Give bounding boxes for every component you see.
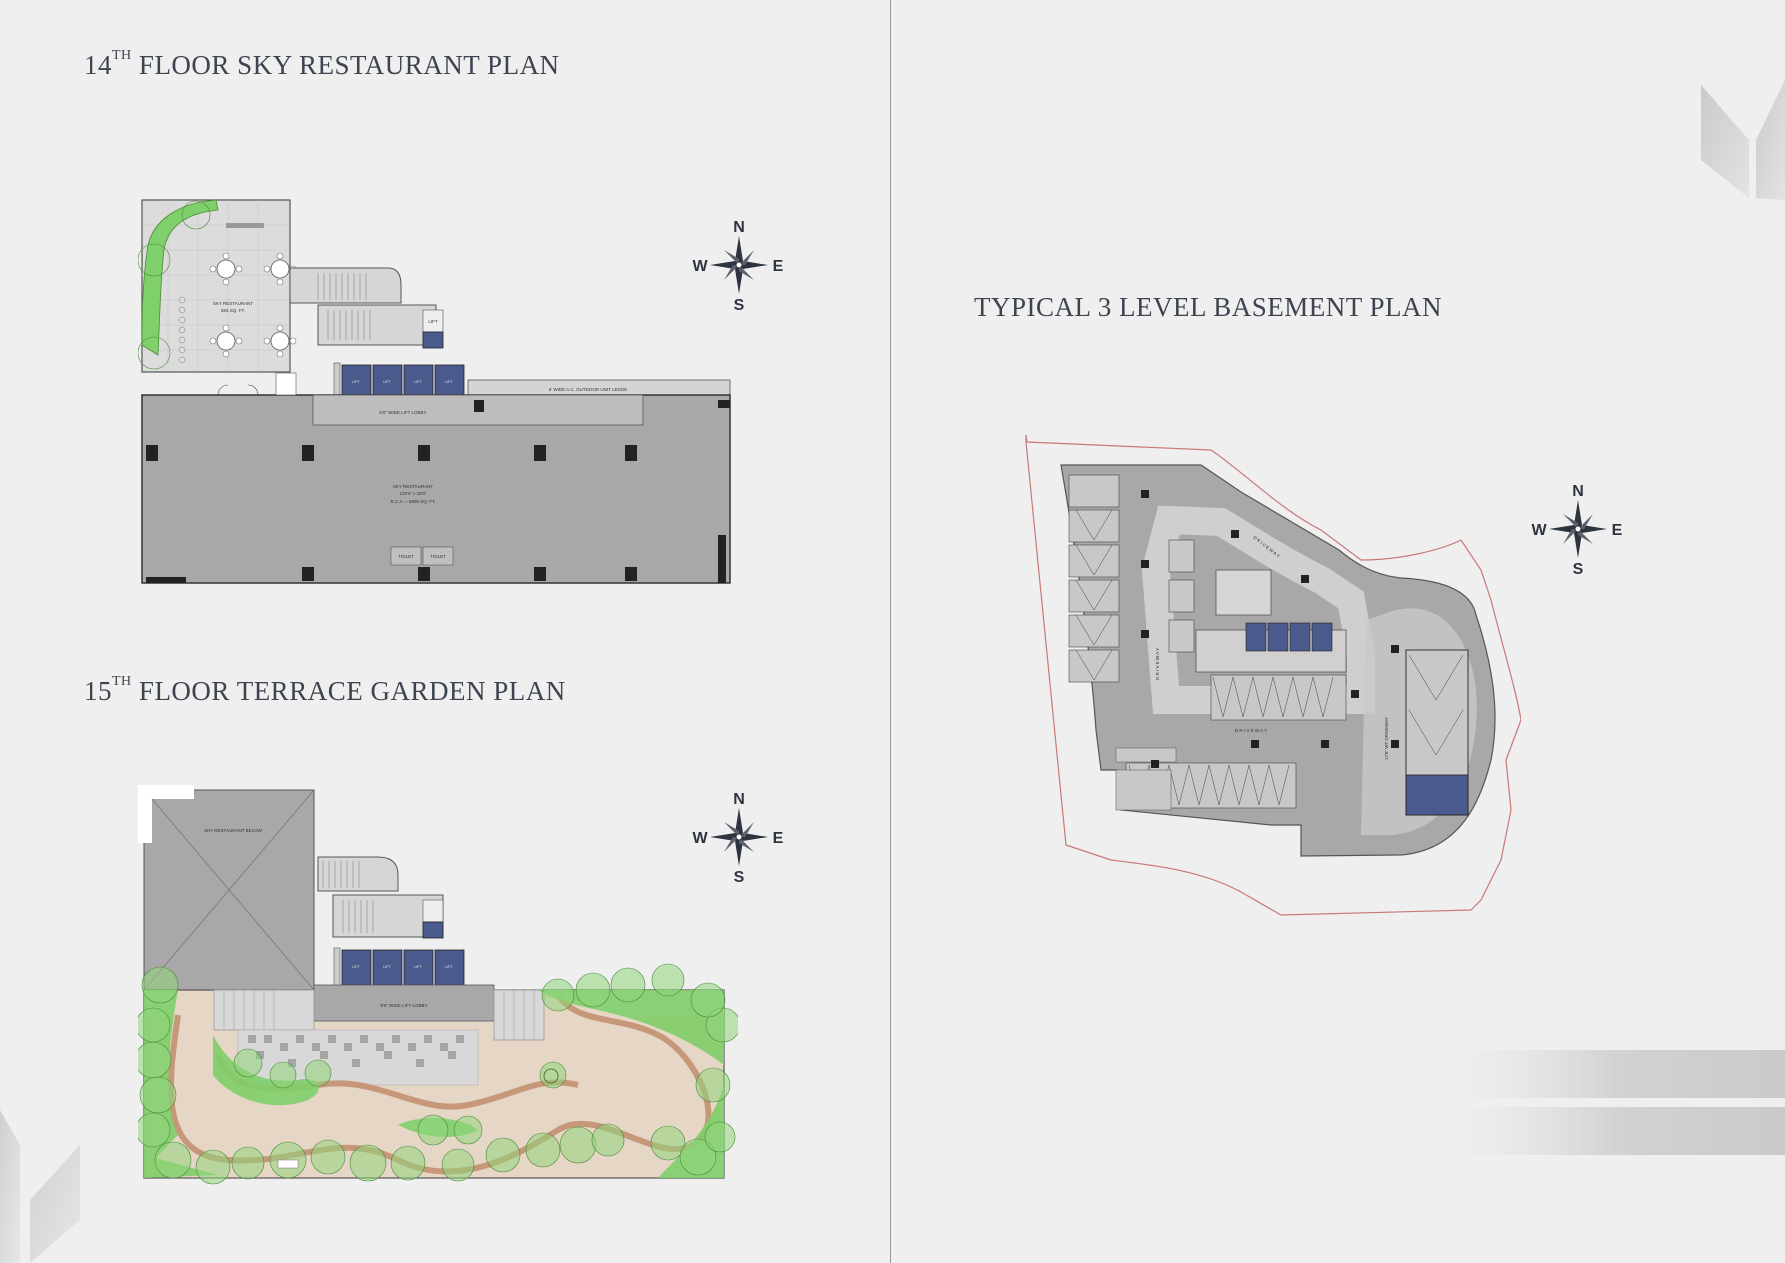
floor14-title: 14TH FLOOR SKY RESTAURANT PLAN xyxy=(84,48,560,80)
svg-text:6' WIDE A.C. OUTDOOR UNIT LEDG: 6' WIDE A.C. OUTDOOR UNIT LEDGE xyxy=(549,387,628,392)
svg-text:SKY RESTAURANT: SKY RESTAURANT xyxy=(393,484,434,489)
svg-text:683 SQ. FT.: 683 SQ. FT. xyxy=(221,308,245,313)
floor15-plan: SKY RESTAURANT BELOW LIFT LIFT LIFT LIFT… xyxy=(138,785,738,1185)
svg-text:D R I V E W A Y: D R I V E W A Y xyxy=(1155,648,1160,680)
stair-core xyxy=(289,267,402,304)
svg-text:R.C.A. = 5900 SQ. FT.: R.C.A. = 5900 SQ. FT. xyxy=(391,499,436,504)
svg-text:LIFT: LIFT xyxy=(428,319,438,324)
compass-rose-icon: N S W E xyxy=(1531,483,1623,576)
svg-text:LIFT: LIFT xyxy=(383,380,391,384)
basement-title: TYPICAL 3 LEVEL BASEMENT PLAN xyxy=(974,292,1442,322)
svg-text:SKY RESTAURANT: SKY RESTAURANT xyxy=(213,301,254,306)
svg-text:LIFT: LIFT xyxy=(414,380,422,384)
svg-text:S: S xyxy=(734,297,745,312)
svg-text:S: S xyxy=(734,869,745,884)
svg-text:LIFT: LIFT xyxy=(445,380,453,384)
svg-text:E: E xyxy=(773,258,784,275)
svg-text:LIFT: LIFT xyxy=(383,965,391,969)
compass-rose-icon: N S W E xyxy=(692,791,784,884)
basement-plan: D R I V E W A Y D R I V E W A Y D R I V … xyxy=(1025,434,1521,916)
svg-text:LIFT: LIFT xyxy=(414,965,422,969)
svg-text:8'0" WIDE LIFT LOBBY: 8'0" WIDE LIFT LOBBY xyxy=(380,1003,427,1008)
right-page: TYPICAL 3 LEVEL BASEMENT PLAN xyxy=(891,0,1785,1263)
svg-text:E: E xyxy=(1612,522,1623,539)
svg-text:E: E xyxy=(773,830,784,847)
left-page: 14TH FLOOR SKY RESTAURANT PLAN SKY xyxy=(0,0,890,1263)
compass-rose-icon: N S W E xyxy=(692,219,784,312)
floor15-title: 15TH FLOOR TERRACE GARDEN PLAN xyxy=(84,674,566,706)
brand-shape-icon xyxy=(1701,80,1785,200)
svg-text:6'0" WIDE LIFT LOBBY: 6'0" WIDE LIFT LOBBY xyxy=(379,410,426,415)
svg-text:W: W xyxy=(692,258,708,275)
svg-text:D R I V E W A Y: D R I V E W A Y xyxy=(1235,728,1267,733)
svg-text:129'4" x 43'0": 129'4" x 43'0" xyxy=(399,491,427,496)
svg-text:TOILET: TOILET xyxy=(398,554,414,559)
svg-text:17'6" WT DRIVEWAY: 17'6" WT DRIVEWAY xyxy=(1384,717,1389,760)
planter xyxy=(141,199,219,356)
brand-shape-icon xyxy=(0,1110,80,1263)
svg-text:LIFT: LIFT xyxy=(352,380,360,384)
svg-text:TOILET: TOILET xyxy=(430,554,446,559)
svg-text:SKY RESTAURANT BELOW: SKY RESTAURANT BELOW xyxy=(204,828,263,833)
svg-text:W: W xyxy=(1531,522,1547,539)
svg-text:LIFT: LIFT xyxy=(445,965,453,969)
svg-text:N: N xyxy=(733,791,745,808)
svg-text:S: S xyxy=(1573,561,1584,576)
decorative-bars xyxy=(1446,1050,1785,1155)
floor14-plan: SKY RESTAURANT 683 SQ. FT. LIFT LIFT LIF… xyxy=(138,199,731,584)
svg-text:LIFT: LIFT xyxy=(352,965,360,969)
svg-text:N: N xyxy=(1572,483,1584,500)
svg-text:N: N xyxy=(733,219,745,236)
svg-text:W: W xyxy=(692,830,708,847)
page-divider xyxy=(890,0,891,1263)
